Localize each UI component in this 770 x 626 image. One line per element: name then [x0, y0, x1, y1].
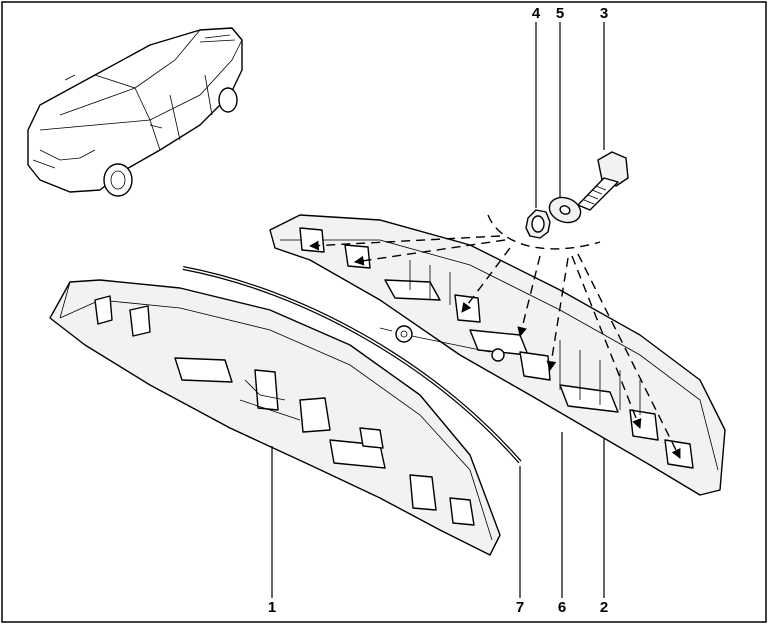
callout-2: 2: [600, 599, 608, 616]
callout-6: 6: [558, 599, 566, 616]
callout-3: 3: [600, 5, 608, 22]
part-1-trim-panel: [49, 279, 501, 556]
sedan-car-icon: [27, 27, 243, 197]
leader-lines: [271, 22, 605, 598]
callout-5: 5: [556, 5, 564, 22]
callout-4: 4: [532, 5, 541, 22]
assembly-arrows: [309, 235, 681, 459]
callout-7: 7: [516, 599, 524, 616]
part-3-bolt: [577, 151, 629, 211]
fastener-group-arc: [487, 214, 601, 250]
part-7-seal-strip: [182, 266, 522, 464]
part-4-nut: [525, 209, 551, 239]
part-5-washer: [548, 196, 582, 224]
part-6-grommet: [379, 325, 505, 362]
callout-1: 1: [268, 599, 276, 616]
